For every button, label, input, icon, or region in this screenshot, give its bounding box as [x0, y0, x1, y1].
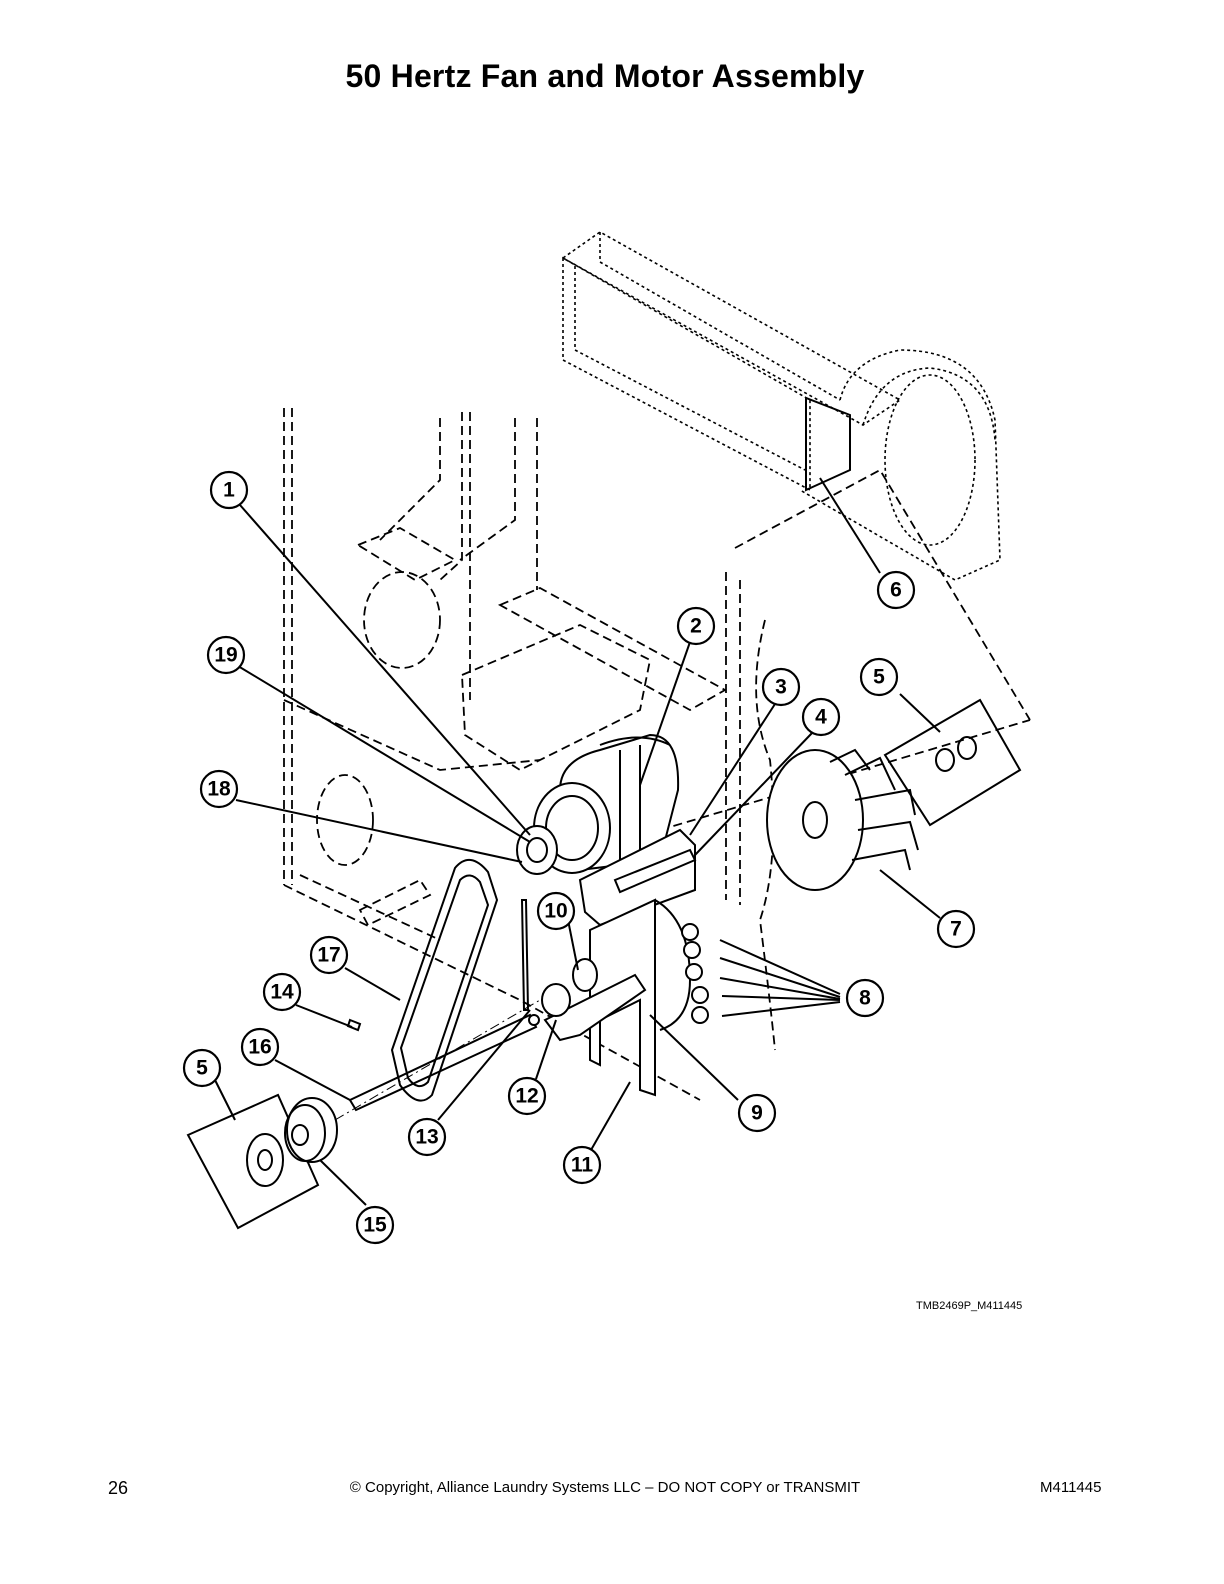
callout-label: 13 — [415, 1126, 438, 1149]
callout-label: 18 — [207, 778, 231, 801]
callout-5-left: 5 — [182, 1048, 222, 1088]
motor-pulley — [516, 825, 558, 875]
callout-label: 3 — [775, 676, 787, 699]
callout-17: 17 — [309, 935, 349, 975]
hub-kit-left-and-pulley — [186, 999, 541, 1230]
callout-label: 12 — [515, 1085, 538, 1108]
drawing-id: TMB2469P_M411445 — [916, 1300, 1023, 1312]
support-plate — [541, 898, 692, 1097]
callout-1: 1 — [209, 470, 249, 510]
callout-label: 1 — [223, 479, 235, 502]
callout-label: 10 — [544, 900, 567, 923]
callout-label: 9 — [751, 1102, 763, 1125]
callout-11: 11 — [562, 1145, 602, 1185]
clamps — [681, 923, 709, 1024]
callout-16: 16 — [240, 1027, 280, 1067]
motor-mount-bracket — [578, 828, 697, 927]
callout-label: 15 — [363, 1214, 387, 1237]
callout-2: 2 — [676, 606, 716, 646]
callout-12: 12 — [507, 1076, 547, 1116]
callout-15: 15 — [355, 1205, 395, 1245]
copyright-notice: © Copyright, Alliance Laundry Systems LL… — [349, 1479, 861, 1496]
callout-8: 8 — [845, 978, 885, 1018]
callout-4: 4 — [801, 697, 841, 737]
callout-7: 7 — [936, 909, 976, 949]
document-number: M411445 — [1040, 1479, 1102, 1496]
callout-13: 13 — [407, 1117, 447, 1157]
cabinet-frame-phantom — [283, 408, 1031, 1101]
fan-wheel — [766, 748, 919, 891]
callout-label: 14 — [270, 981, 294, 1004]
leader-lines — [214, 477, 941, 1206]
callout-9: 9 — [737, 1093, 777, 1133]
callout-3: 3 — [761, 667, 801, 707]
callout-6: 6 — [876, 570, 916, 610]
callout-14: 14 — [262, 972, 302, 1012]
shaft-and-rod — [346, 899, 540, 1112]
callout-19: 19 — [206, 635, 246, 675]
callout-label: 6 — [890, 579, 902, 602]
duct-housing-phantom — [561, 231, 1031, 721]
callout-label: 2 — [690, 615, 702, 638]
v-belt — [390, 859, 499, 1102]
callout-label: 5 — [196, 1057, 208, 1080]
callout-label: 16 — [248, 1036, 271, 1059]
callout-label: 8 — [859, 987, 871, 1010]
callout-5-right: 5 — [859, 657, 899, 697]
callout-label: 4 — [815, 706, 827, 729]
callout-label: 17 — [317, 944, 340, 967]
page-title: 50 Hertz Fan and Motor Assembly — [345, 58, 865, 94]
callout-label: 11 — [571, 1154, 594, 1177]
callout-10: 10 — [536, 891, 576, 931]
page-number: 26 — [108, 1478, 129, 1498]
callout-label: 19 — [214, 644, 237, 667]
callout-label: 7 — [950, 918, 962, 941]
hub-kit-right — [883, 698, 1022, 827]
callout-label: 5 — [873, 666, 885, 689]
callout-18: 18 — [199, 769, 239, 809]
